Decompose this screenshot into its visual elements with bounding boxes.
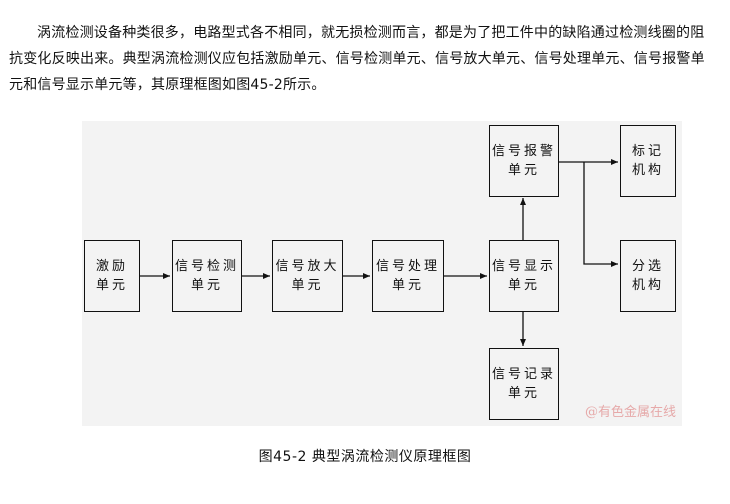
amplification-unit-box: 信号放大 单元	[272, 240, 343, 312]
amplification-unit-line2: 单元	[291, 278, 324, 293]
excitation-unit-box: 激励 单元	[84, 240, 140, 312]
display-unit-line2: 单元	[507, 278, 540, 293]
detection-unit-line1: 信号检测	[174, 259, 239, 274]
arrow-alarm-to-sorting	[583, 162, 618, 267]
intro-paragraph: 涡流检测设备种类很多，电路型式各不相同，就无损检测而言，都是为了把工件中的缺陷通…	[9, 25, 705, 93]
excitation-unit-line2: 单元	[95, 278, 128, 293]
marking-mechanism-box: 标记 机构	[620, 125, 676, 197]
excitation-unit-line1: 激励	[95, 259, 128, 274]
record-unit-line2: 单元	[507, 386, 540, 401]
watermark: @有色金属在线	[584, 405, 676, 420]
alarm-unit-box: 信号报警 单元	[489, 125, 559, 197]
record-unit-line1: 信号记录	[491, 367, 556, 382]
amplification-unit-line1: 信号放大	[275, 259, 340, 274]
display-unit-box: 信号显示 单元	[489, 240, 559, 312]
diagram-connectors	[140, 159, 618, 346]
detection-unit-box: 信号检测 单元	[172, 240, 242, 312]
alarm-unit-line1: 信号报警	[491, 144, 556, 159]
detection-unit-line2: 单元	[190, 278, 223, 293]
display-unit-line1: 信号显示	[491, 259, 556, 274]
sorting-mechanism-line2: 机构	[631, 278, 664, 293]
marking-mechanism-line1: 标记	[631, 144, 664, 159]
processing-unit-box: 信号处理 单元	[372, 240, 444, 312]
processing-unit-line2: 单元	[391, 278, 424, 293]
figure-caption: 图45-2 典型涡流检测仪原理框图	[258, 449, 472, 465]
sorting-mechanism-line1: 分选	[631, 259, 664, 274]
sorting-mechanism-box: 分选 机构	[620, 240, 676, 312]
block-diagram: 激励 单元 信号检测 单元 信号放大 单元 信号处理 单元 信号显示 单元 信号…	[82, 121, 682, 426]
marking-mechanism-line2: 机构	[631, 163, 664, 178]
alarm-unit-line2: 单元	[507, 163, 540, 178]
record-unit-box: 信号记录 单元	[489, 348, 559, 420]
processing-unit-line1: 信号处理	[375, 259, 440, 274]
